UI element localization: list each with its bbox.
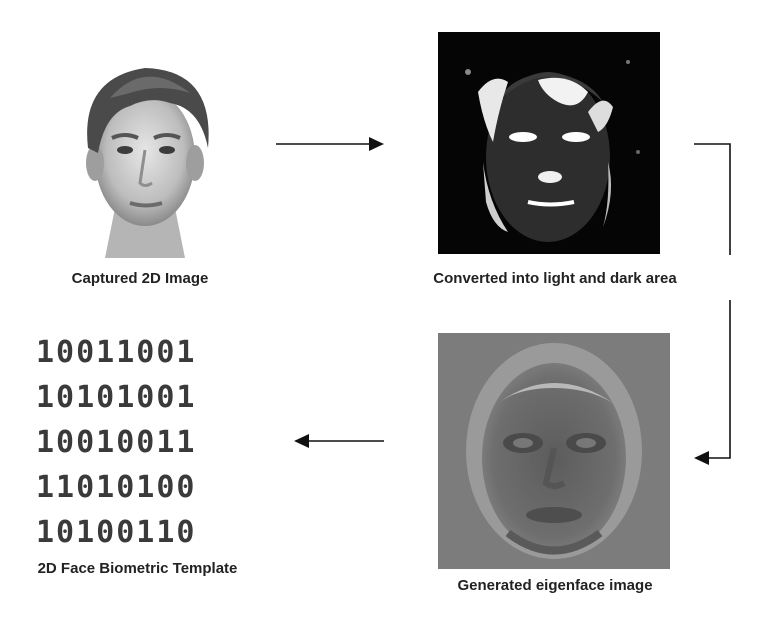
converted-face-image	[438, 32, 660, 254]
caption-converted: Converted into light and dark area	[433, 270, 677, 287]
binary-row: 10010011	[36, 425, 197, 460]
caption-template: 2D Face Biometric Template	[37, 560, 238, 577]
arrow-left-icon	[294, 434, 384, 448]
binary-template: 10011001 10101001 10010011 11010100 1010…	[36, 330, 246, 555]
captured-face-image	[50, 38, 240, 258]
arrow-down-bracket-icon	[694, 143, 731, 465]
caption-captured: Captured 2D Image	[71, 270, 209, 287]
binary-row: 10100110	[36, 515, 197, 550]
arrow-right-icon	[276, 137, 384, 151]
binary-row: 11010100	[36, 470, 197, 505]
binary-row: 10011001	[36, 335, 197, 370]
caption-eigenface: Generated eigenface image	[457, 577, 653, 594]
binary-row: 10101001	[36, 380, 197, 415]
eigenface-image	[438, 333, 670, 569]
